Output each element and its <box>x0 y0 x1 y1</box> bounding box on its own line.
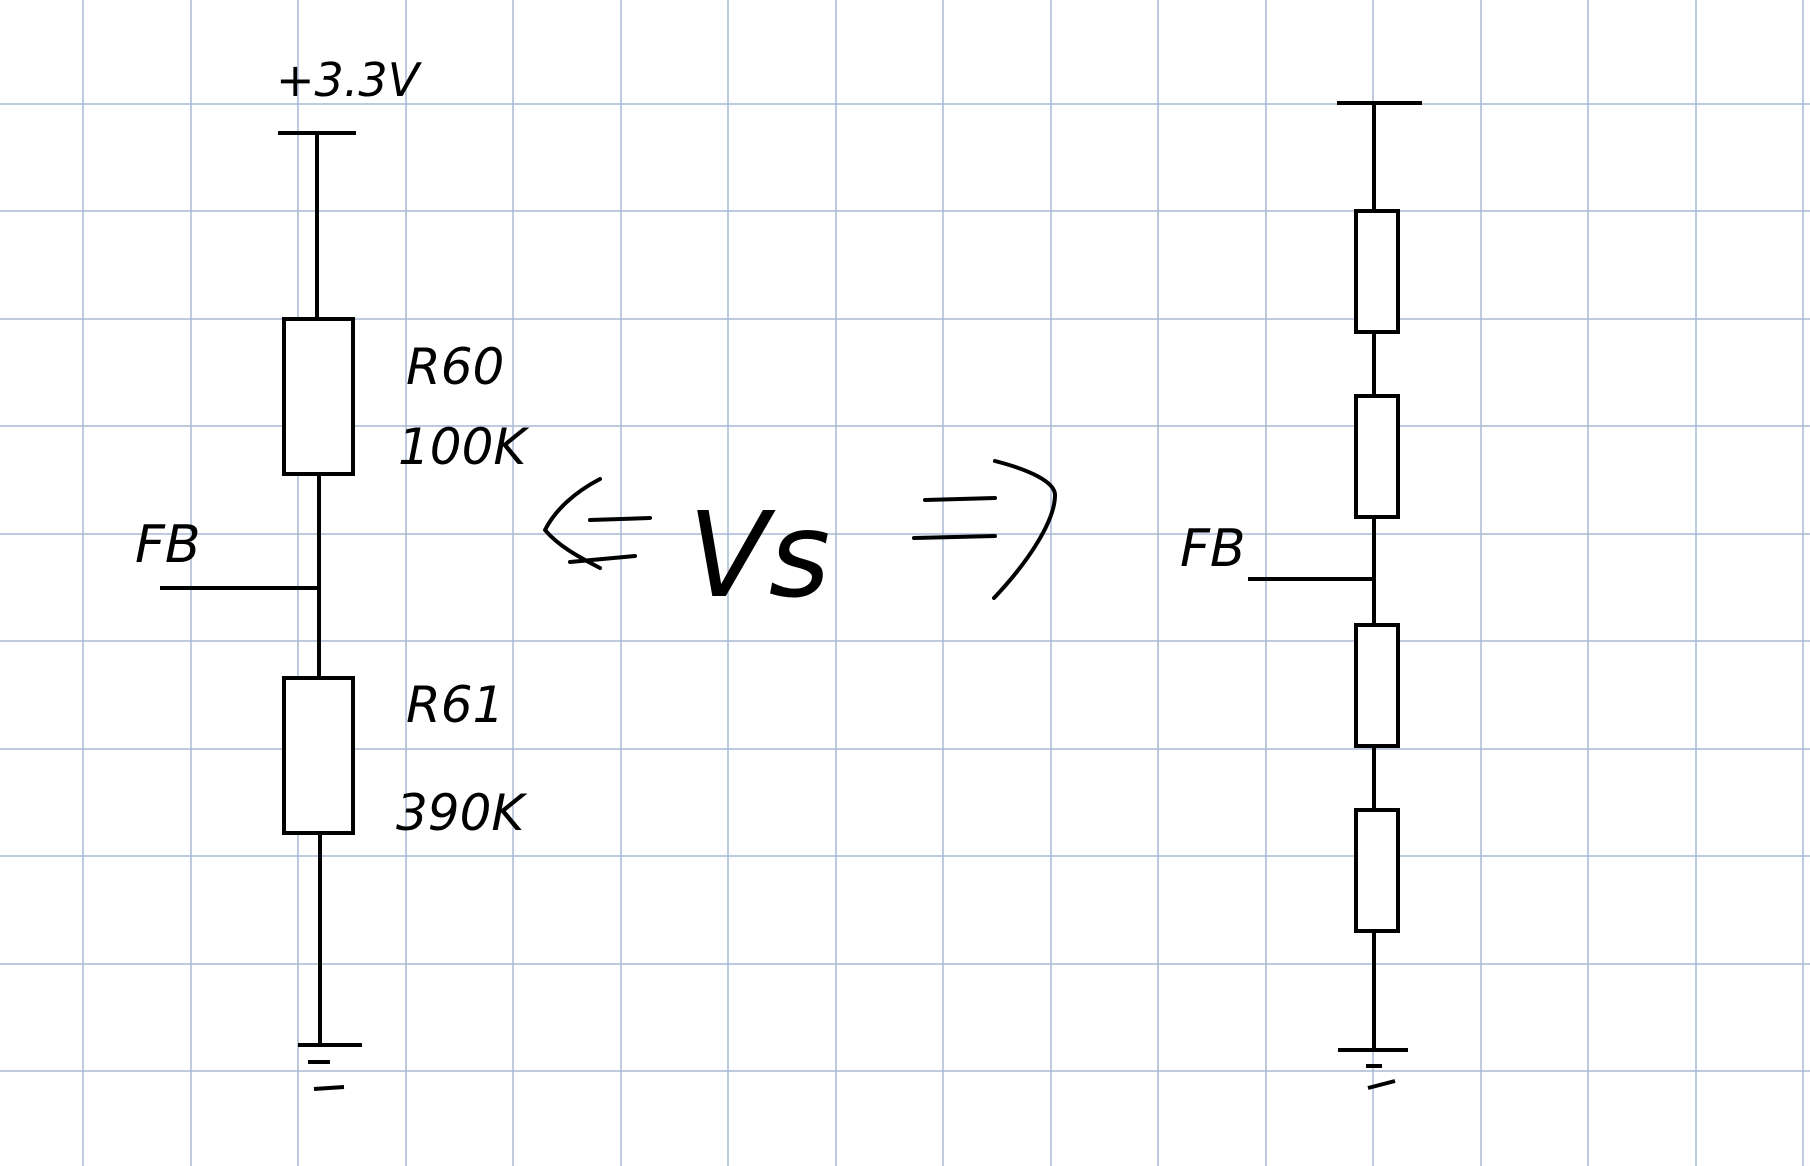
right-divider-circuit: FB <box>1180 101 1422 1090</box>
r60-value: 100K <box>398 418 530 476</box>
r61-value: 390K <box>396 784 528 842</box>
vs-label: Vs <box>688 486 830 624</box>
r61-designator: R61 <box>406 676 504 734</box>
resistor-right-3 <box>1354 623 1400 748</box>
fb-label-left: FB <box>135 515 201 575</box>
left-arrow <box>543 477 652 570</box>
r60-designator: R60 <box>406 338 504 396</box>
ground-symbol-left <box>298 1043 362 1091</box>
right-arrow <box>912 459 1057 600</box>
resistor-right-2 <box>1354 394 1400 519</box>
resistor-right-1 <box>1354 209 1400 334</box>
resistor-r61 <box>282 676 355 835</box>
ground-symbol-right <box>1338 1048 1408 1090</box>
fb-label-right: FB <box>1180 519 1246 579</box>
supply-voltage-label: +3.3V <box>276 53 423 107</box>
left-divider-circuit: +3.3V FB R60 100K R61 390K <box>135 53 530 1091</box>
resistor-right-4 <box>1354 808 1400 933</box>
resistor-r60 <box>282 317 355 476</box>
